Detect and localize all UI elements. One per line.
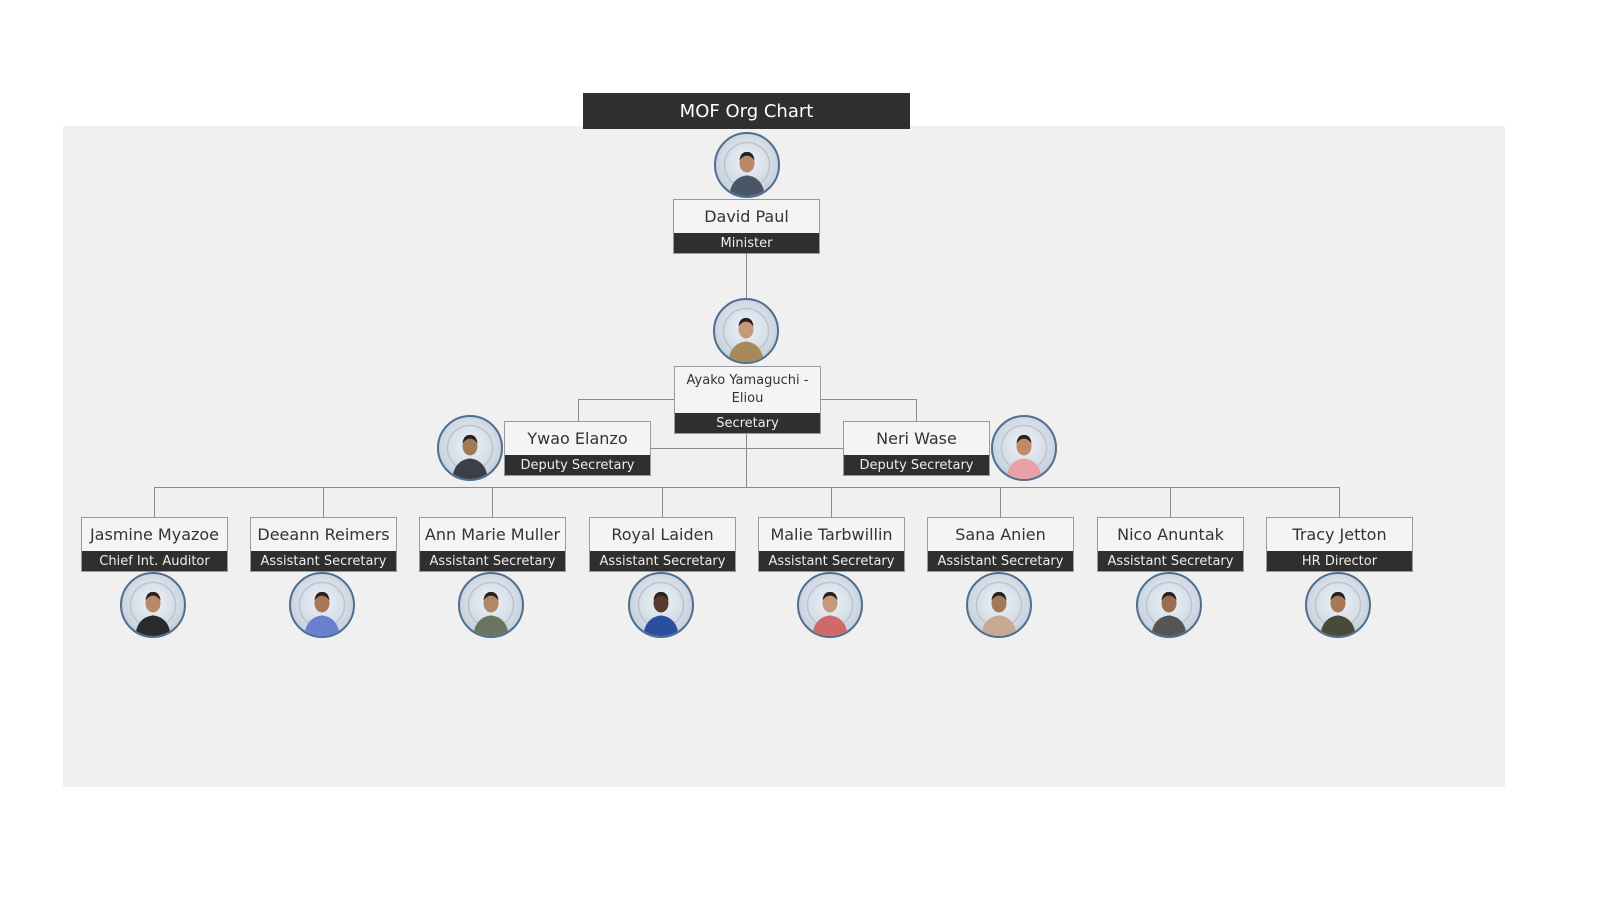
connector — [578, 399, 674, 400]
person-photo-icon — [467, 581, 515, 636]
minister-card[interactable]: David Paul Minister — [673, 199, 820, 254]
connector — [651, 448, 843, 449]
person-role: Secretary — [675, 413, 820, 433]
person-role: Chief Int. Auditor — [82, 551, 227, 571]
person-role: Deputy Secretary — [505, 455, 650, 475]
person-role: Assistant Secretary — [1098, 551, 1243, 571]
staff-card[interactable]: Royal Laiden Assistant Secretary — [589, 517, 736, 572]
person-name: Nico Anuntak — [1117, 525, 1224, 544]
person-name: Tracy Jetton — [1292, 525, 1387, 544]
connector — [1000, 487, 1001, 517]
person-photo-icon — [975, 581, 1023, 636]
person-photo-icon — [1145, 581, 1193, 636]
person-photo-icon — [446, 424, 494, 479]
staff-avatar[interactable] — [797, 572, 863, 638]
secretary-card[interactable]: Ayako Yamaguchi - Eliou Secretary — [674, 366, 821, 434]
deputy-card[interactable]: Neri Wase Deputy Secretary — [843, 421, 990, 476]
connector — [155, 487, 1339, 488]
person-photo-icon — [1000, 424, 1048, 479]
person-role: HR Director — [1267, 551, 1412, 571]
person-photo-icon — [637, 581, 685, 636]
connector — [1170, 487, 1171, 517]
person-role: Assistant Secretary — [759, 551, 904, 571]
person-name: Royal Laiden — [611, 525, 714, 544]
staff-avatar[interactable] — [966, 572, 1032, 638]
person-name: Neri Wase — [876, 429, 957, 448]
person-photo-icon — [129, 581, 177, 636]
person-role: Assistant Secretary — [590, 551, 735, 571]
deputy-avatar[interactable] — [991, 415, 1057, 481]
person-photo-icon — [1314, 581, 1362, 636]
person-photo-icon — [298, 581, 346, 636]
person-photo-icon — [723, 141, 771, 196]
person-name: Deeann Reimers — [257, 525, 390, 544]
staff-avatar[interactable] — [1305, 572, 1371, 638]
staff-card[interactable]: Nico Anuntak Assistant Secretary — [1097, 517, 1244, 572]
person-name: Malie Tarbwillin — [770, 525, 893, 544]
person-name: Sana Anien — [955, 525, 1046, 544]
person-role: Assistant Secretary — [420, 551, 565, 571]
connector — [831, 487, 832, 517]
minister-avatar[interactable] — [714, 132, 780, 198]
connector — [154, 487, 155, 517]
staff-card[interactable]: Tracy Jetton HR Director — [1266, 517, 1413, 572]
person-photo-icon — [722, 307, 770, 362]
staff-avatar[interactable] — [120, 572, 186, 638]
person-role: Deputy Secretary — [844, 455, 989, 475]
staff-avatar[interactable] — [289, 572, 355, 638]
staff-avatar[interactable] — [628, 572, 694, 638]
person-name: Jasmine Myazoe — [89, 525, 220, 544]
connector — [746, 434, 747, 487]
connector — [1339, 487, 1340, 517]
person-photo-icon — [806, 581, 854, 636]
connector — [746, 253, 747, 299]
person-name: Ywao Elanzo — [527, 429, 628, 448]
chart-title: MOF Org Chart — [583, 93, 910, 129]
deputy-card[interactable]: Ywao Elanzo Deputy Secretary — [504, 421, 651, 476]
staff-card[interactable]: Malie Tarbwillin Assistant Secretary — [758, 517, 905, 572]
staff-card[interactable]: Sana Anien Assistant Secretary — [927, 517, 1074, 572]
connector — [578, 399, 579, 421]
person-role: Assistant Secretary — [251, 551, 396, 571]
person-name: Ayako Yamaguchi - Eliou — [686, 373, 809, 406]
person-name: Ann Marie Muller — [424, 525, 561, 544]
connector — [662, 487, 663, 517]
secretary-avatar[interactable] — [713, 298, 779, 364]
person-name: David Paul — [704, 207, 789, 226]
staff-card[interactable]: Ann Marie Muller Assistant Secretary — [419, 517, 566, 572]
staff-avatar[interactable] — [1136, 572, 1202, 638]
connector — [820, 399, 916, 400]
person-role: Assistant Secretary — [928, 551, 1073, 571]
connector — [916, 399, 917, 421]
connector — [323, 487, 324, 517]
deputy-avatar[interactable] — [437, 415, 503, 481]
staff-card[interactable]: Jasmine Myazoe Chief Int. Auditor — [81, 517, 228, 572]
staff-avatar[interactable] — [458, 572, 524, 638]
staff-card[interactable]: Deeann Reimers Assistant Secretary — [250, 517, 397, 572]
connector — [492, 487, 493, 517]
person-role: Minister — [674, 233, 819, 253]
